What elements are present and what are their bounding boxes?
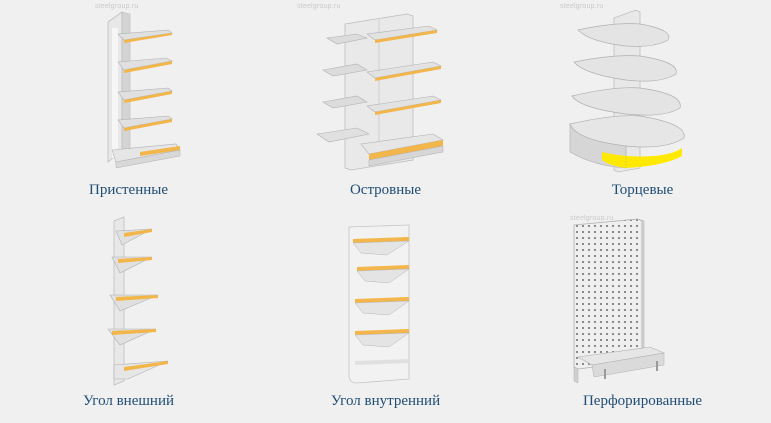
island-shelving-icon[interactable] [257, 0, 514, 176]
watermark: steelgroup.ru [297, 3, 341, 10]
category-label-island[interactable]: Островные [349, 182, 422, 198]
category-label-perforated[interactable]: Перфорированные [582, 393, 703, 409]
watermark: steelgroup.ru [570, 215, 614, 222]
category-tile-perforated[interactable]: steelgroup.ru Перфорированные [514, 211, 771, 422]
category-label-end[interactable]: Торцевые [611, 182, 674, 198]
category-tile-end[interactable]: steelgroup.ru Торцевые [514, 0, 771, 211]
wall-shelving-icon[interactable] [0, 0, 257, 176]
category-label-inner-corner[interactable]: Угол внутренний [330, 393, 441, 409]
category-label-wall[interactable]: Пристенные [88, 182, 169, 198]
inner-corner-shelving-icon[interactable] [257, 211, 514, 387]
perforated-shelving-icon[interactable] [514, 211, 771, 387]
category-tile-inner-corner[interactable]: Угол внутренний [257, 211, 514, 422]
outer-corner-shelving-icon[interactable] [0, 211, 257, 387]
category-label-outer-corner[interactable]: Угол внешний [82, 393, 175, 409]
category-tile-outer-corner[interactable]: Угол внешний [0, 211, 257, 422]
watermark: steelgroup.ru [95, 3, 139, 10]
watermark: steelgroup.ru [560, 3, 604, 10]
category-tile-island[interactable]: steelgroup.ru Островные [257, 0, 514, 211]
end-shelving-icon[interactable] [514, 0, 771, 176]
category-tile-wall[interactable]: steelgroup.ru Пристенные [0, 0, 257, 211]
